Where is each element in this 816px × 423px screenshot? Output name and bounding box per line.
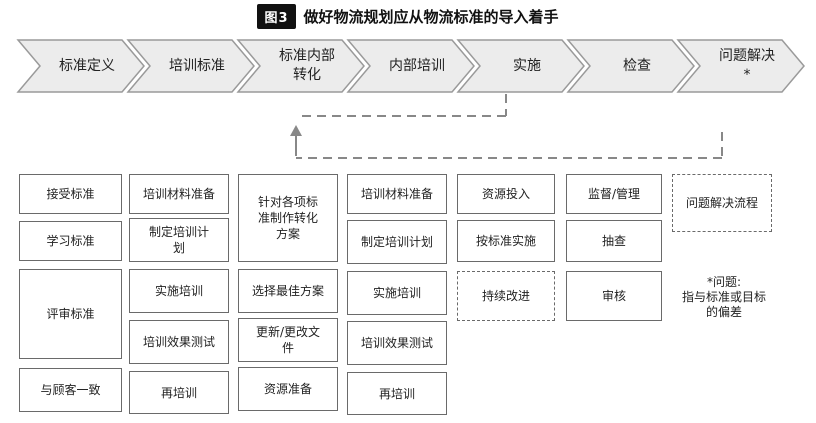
box-spot-check: 抽查	[566, 220, 662, 262]
step-label-7: 问题解决 *	[719, 48, 775, 83]
box-internal-training-effect-test: 培训效果测试	[347, 321, 447, 365]
step-label-4: 内部培训	[389, 57, 445, 74]
problem-definition-note: *问题: 指与标准或目标 的偏差	[681, 275, 766, 319]
box-internal-training-material-prep: 培训材料准备	[347, 174, 447, 214]
step-label-2: 培训标准	[169, 57, 225, 74]
figure-badge: 图3	[257, 3, 296, 29]
box-conduct-training: 实施培训	[129, 269, 229, 313]
chevron-step-4	[346, 39, 475, 93]
box-select-best-plan: 选择最佳方案	[238, 269, 338, 313]
box-internal-conduct-training: 实施培训	[347, 271, 447, 315]
box-review-standard: 评审标准	[19, 269, 122, 359]
box-resource-prep: 资源准备	[238, 367, 338, 411]
box-customer-alignment: 与顾客一致	[19, 368, 122, 412]
step-label-1: 标准定义	[59, 57, 115, 74]
box-update-documents: 更新/更改文 件	[238, 318, 338, 362]
chevron-row	[16, 39, 805, 93]
box-training-plan: 制定培训计 划	[129, 218, 229, 262]
step-label-3: 标准内部 转化	[279, 48, 335, 83]
chevron-step-2	[126, 39, 255, 93]
box-training-material-prep: 培训材料准备	[129, 174, 229, 214]
chevron-step-3	[236, 39, 365, 93]
box-learn-standard: 学习标准	[19, 221, 122, 261]
figure-title-text: 做好物流规划应从物流标准的导入着手	[303, 7, 559, 26]
box-resource-input: 资源投入	[457, 174, 555, 214]
box-implement-by-standard: 按标准实施	[457, 220, 555, 262]
box-training-effect-test: 培训效果测试	[129, 320, 229, 364]
box-internal-training-plan: 制定培训计划	[347, 220, 447, 264]
arrow-up-icon	[290, 125, 302, 136]
box-retraining: 再培训	[129, 371, 229, 414]
box-audit: 审核	[566, 271, 662, 321]
box-problem-resolution-process: 问题解决流程	[672, 174, 772, 232]
chevron-step-6	[566, 39, 695, 93]
figure-title: 图3 做好物流规划应从物流标准的导入着手	[0, 3, 816, 29]
box-supervision-management: 监督/管理	[566, 174, 662, 214]
box-conversion-plan: 针对各项标 准制作转化 方案	[238, 174, 338, 262]
feedback-arrow	[290, 125, 302, 156]
step-label-6: 检查	[623, 57, 651, 74]
chevron-step-7	[676, 39, 805, 93]
step-label-5: 实施	[513, 57, 541, 74]
feedback-loop	[296, 94, 723, 159]
chevron-step-5	[456, 39, 585, 93]
chevron-step-1	[16, 39, 145, 93]
box-continuous-improvement: 持续改进	[457, 271, 555, 321]
box-internal-retraining: 再培训	[347, 372, 447, 415]
box-accept-standard: 接受标准	[19, 174, 122, 214]
